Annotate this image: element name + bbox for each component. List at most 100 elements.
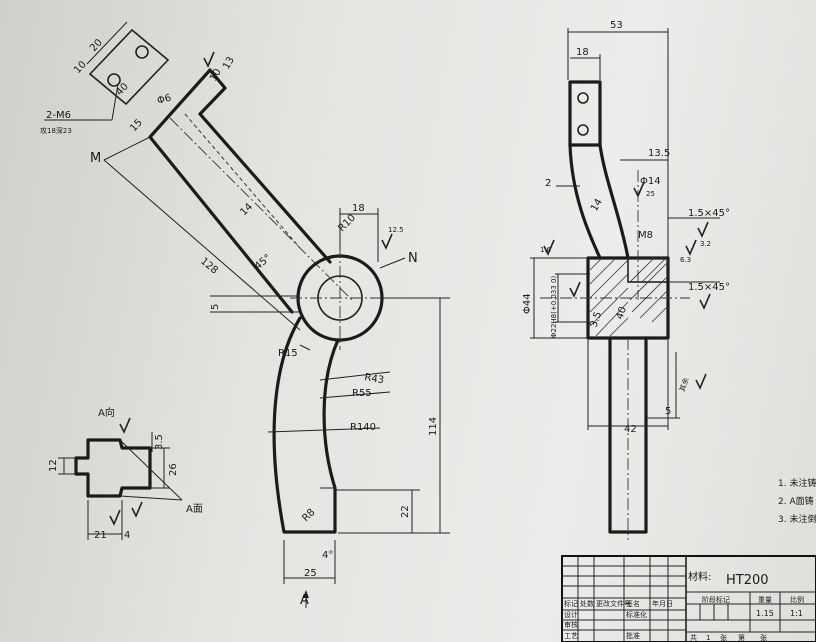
dim-a-3-5: 3.5	[154, 434, 165, 450]
dim-side-13-5: 13.5	[648, 148, 670, 159]
dim-side-40: 40	[614, 305, 629, 321]
svg-text:1.6: 1.6	[540, 246, 552, 254]
title-block: 材料: HT200 阶段标记 重量 比例 1.15 1:1 共 1 张 第 张 …	[561, 555, 816, 642]
material-value: HT200	[726, 573, 769, 588]
a-view-outline	[74, 438, 152, 498]
weight-label: 重量	[758, 596, 772, 604]
sheet-unit-label-2: 张	[760, 633, 767, 642]
roughness-mark-side-4	[569, 281, 581, 298]
side-lower-arm	[608, 336, 648, 534]
roughness-mark-side-3: 1.6	[540, 239, 555, 256]
side-hole-upper	[577, 92, 589, 104]
tb-count: 处数	[580, 599, 594, 608]
note-3: 3. 未注倒	[778, 513, 816, 525]
svg-text:12.5: 12.5	[388, 226, 404, 234]
dim-side-phi44: Φ44	[522, 293, 533, 314]
dim-side-18: 18	[576, 47, 589, 58]
dim-r15: R15	[278, 348, 298, 359]
dim-r8: R8	[300, 507, 317, 524]
note-1: 1. 未注铸	[778, 477, 816, 489]
mounting-pad	[88, 28, 170, 106]
dim-side-phi14: Φ14	[640, 176, 661, 187]
side-top-block	[568, 80, 602, 147]
scale-value: 1:1	[790, 609, 803, 618]
dim-128: 128	[198, 256, 220, 277]
tb-process: 工艺	[564, 632, 578, 640]
n-leader	[379, 257, 406, 269]
dim-18: 18	[352, 203, 365, 214]
label-a-arrow: A	[300, 593, 309, 608]
label-m: M	[90, 151, 101, 166]
tb-mark: 标记	[564, 599, 578, 608]
roughness-mark-main-1	[203, 51, 215, 68]
dim-a-12: 12	[48, 459, 59, 472]
dim-15: 15	[128, 117, 145, 134]
roughness-mark-side-2: 3.2	[697, 221, 711, 248]
side-view	[540, 80, 690, 540]
dim-side-m8: M8	[638, 230, 653, 241]
tb-change-doc: 更改文件号	[596, 599, 631, 608]
front-view-dimensions: 10 20 40 13 10 Φ6 15 14 128 45° 18 R10 5…	[40, 21, 450, 608]
a-view: A向 A面 3.5 12 26 21 4	[48, 406, 203, 541]
dim-r43: R43	[363, 372, 384, 386]
roughness-mark-side-1: 25	[633, 181, 655, 198]
dim-side-42: 42	[624, 424, 637, 435]
sheet-total-label: 共	[690, 633, 697, 642]
weight-value: 1.15	[756, 609, 774, 618]
dim-a-21: 21	[94, 530, 107, 541]
technical-notes: 1. 未注铸 2. A面铸 3. 未注倒	[778, 477, 816, 525]
dim-side-chamfer-1: 1.5×45°	[688, 208, 730, 219]
lower-arm-outline	[272, 316, 340, 534]
tb-date: 年月日	[652, 599, 673, 608]
sheet-number-label: 第	[738, 633, 745, 642]
svg-text:25: 25	[646, 190, 655, 198]
sheet-count: 1	[706, 634, 710, 642]
dim-5: 5	[210, 304, 221, 310]
arm-centerline	[169, 117, 353, 301]
label-a-face: A面	[186, 504, 203, 515]
dim-side-bore: Φ22H8(+0.033 0)	[550, 276, 558, 338]
dim-22: 22	[400, 505, 411, 518]
roughness-mark-aview	[109, 417, 143, 526]
dim-side-5: 5	[665, 406, 671, 417]
note-2: 2. A面铸	[778, 495, 814, 507]
dim-side-53: 53	[610, 20, 623, 31]
side-arm-outline	[568, 143, 630, 260]
tb-standard: 标准化	[626, 610, 647, 619]
svg-text:3.2: 3.2	[700, 240, 711, 248]
side-hole-lower	[577, 124, 589, 136]
dim-side-14: 14	[589, 197, 605, 214]
dim-r55: R55	[352, 388, 372, 399]
label-a-view: A向	[98, 406, 115, 419]
side-section-hatch	[589, 257, 669, 337]
tb-approve: 批准	[626, 631, 640, 640]
sheet-unit-label: 张	[720, 633, 727, 642]
dim-a-4: 4	[124, 530, 130, 541]
surface-note: 其余	[677, 376, 690, 392]
roughness-mark-side-5: 6.3	[680, 239, 697, 264]
side-view-dimensions: 53 18 13.5 2 Φ14 14 1.5×45° M8 1.5×45° Φ…	[522, 20, 730, 435]
dim-side-chamfer-2: 1.5×45°	[688, 282, 730, 293]
dim-20: 20	[88, 37, 105, 54]
front-view	[88, 28, 406, 534]
roughness-mark-general: 其余	[677, 373, 707, 393]
dim-side-2: 2	[545, 178, 551, 189]
dim-side-3-5: 3.5	[588, 310, 604, 329]
dim-13: 13	[221, 55, 237, 72]
dim-25: 25	[304, 568, 317, 579]
material-label: 材料:	[688, 570, 711, 583]
pad-hole-upper	[135, 45, 149, 59]
dim-14: 14	[238, 201, 255, 218]
dim-10: 10	[72, 59, 89, 76]
dim-a-26: 26	[168, 463, 179, 476]
roughness-mark-side-6	[699, 293, 711, 310]
svg-text:6.3: 6.3	[680, 256, 691, 264]
roughness-mark-main-2: 12.5	[381, 226, 404, 250]
tb-review: 审核	[564, 620, 578, 629]
scale-label: 比例	[790, 595, 804, 604]
thread-callout: 2-M6	[46, 110, 71, 121]
dim-phi6: Φ6	[156, 93, 173, 107]
label-n: N	[408, 251, 418, 266]
pad-hole-lower	[107, 73, 121, 87]
